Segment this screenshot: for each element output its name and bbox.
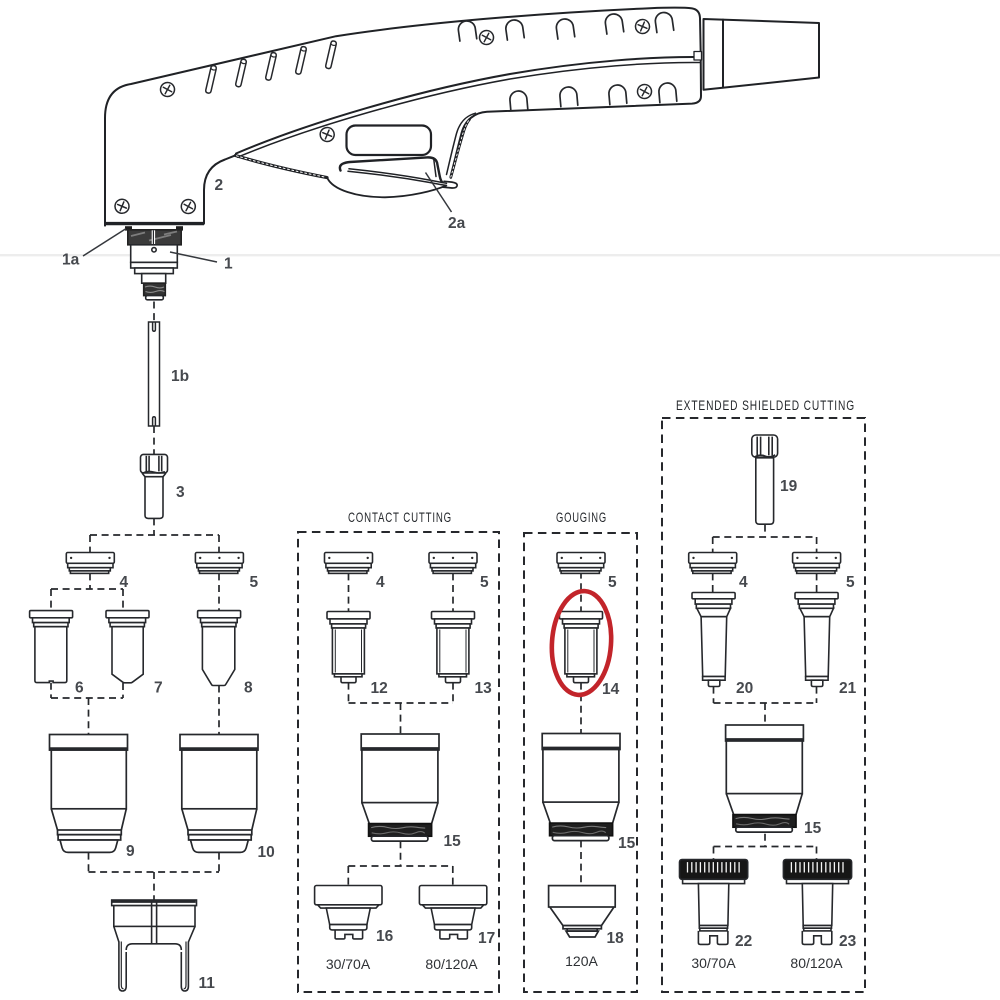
svg-text:15: 15: [618, 835, 636, 852]
svg-text:120A: 120A: [565, 953, 598, 969]
svg-text:22: 22: [735, 933, 752, 950]
svg-text:5: 5: [846, 574, 855, 591]
svg-text:GOUGING: GOUGING: [556, 509, 607, 525]
svg-text:1b: 1b: [171, 368, 189, 385]
svg-text:19: 19: [780, 478, 798, 495]
svg-text:5: 5: [250, 574, 259, 591]
svg-text:30/70A: 30/70A: [326, 956, 371, 972]
svg-text:21: 21: [839, 680, 857, 697]
svg-text:17: 17: [478, 930, 495, 947]
svg-text:6: 6: [75, 680, 84, 697]
svg-text:4: 4: [120, 574, 129, 591]
svg-text:4: 4: [376, 574, 385, 591]
svg-text:15: 15: [444, 833, 462, 850]
svg-text:1a: 1a: [62, 252, 80, 269]
svg-text:15: 15: [804, 820, 822, 837]
svg-text:23: 23: [839, 933, 857, 950]
svg-text:20: 20: [736, 680, 753, 697]
svg-text:14: 14: [602, 681, 620, 698]
svg-text:30/70A: 30/70A: [691, 955, 736, 971]
svg-text:11: 11: [199, 975, 216, 992]
svg-text:1: 1: [224, 256, 233, 273]
svg-text:80/120A: 80/120A: [425, 956, 478, 972]
svg-text:9: 9: [126, 843, 135, 860]
svg-text:10: 10: [258, 844, 275, 861]
svg-text:5: 5: [608, 574, 617, 591]
svg-text:2: 2: [215, 177, 224, 194]
svg-text:3: 3: [176, 484, 185, 501]
svg-text:8: 8: [244, 680, 253, 697]
svg-text:80/120A: 80/120A: [790, 955, 843, 971]
svg-text:5: 5: [480, 574, 489, 591]
svg-text:EXTENDED SHIELDED CUTTING: EXTENDED SHIELDED CUTTING: [676, 397, 855, 413]
svg-text:4: 4: [739, 574, 748, 591]
svg-text:13: 13: [475, 680, 493, 697]
svg-text:CONTACT CUTTING: CONTACT CUTTING: [348, 509, 452, 525]
svg-text:16: 16: [376, 928, 394, 945]
svg-text:18: 18: [607, 930, 625, 947]
svg-text:2a: 2a: [448, 215, 466, 232]
svg-text:7: 7: [154, 680, 163, 697]
svg-text:12: 12: [371, 680, 388, 697]
